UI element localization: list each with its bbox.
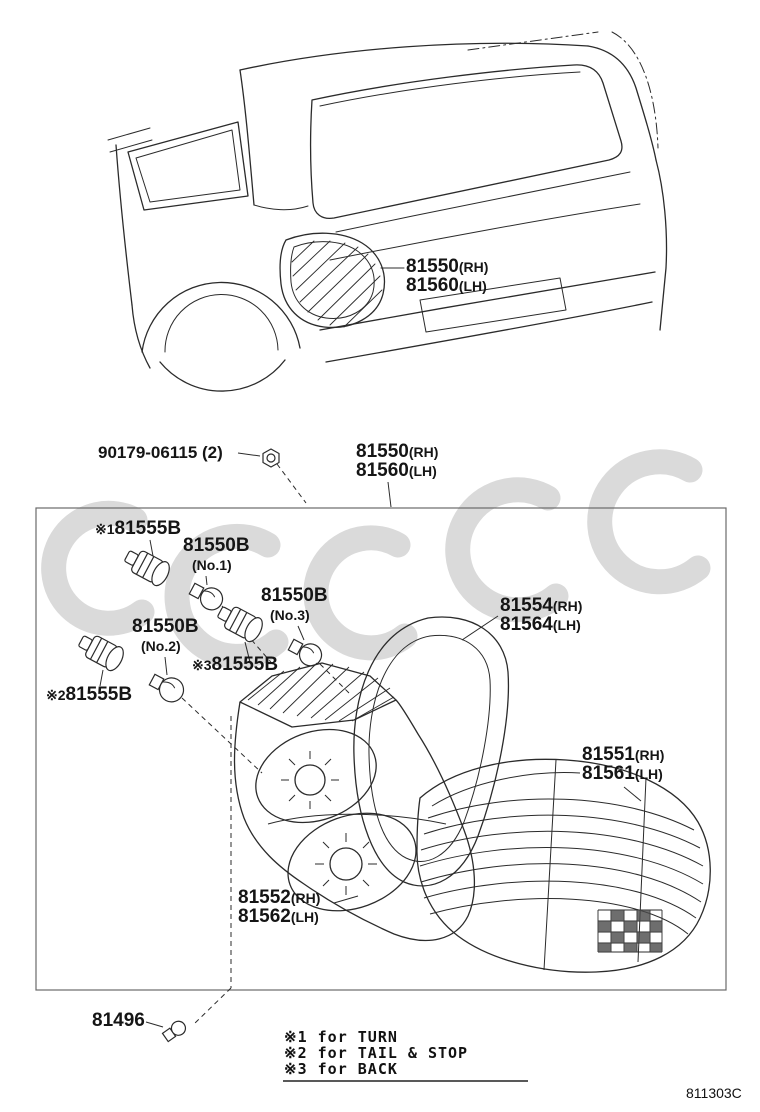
socket-back-icon [217, 606, 263, 643]
label-lamp-assy: 81550(RH) 81560(LH) [356, 441, 439, 481]
legend-item-tail-stop: ※2 for TAIL & STOP [284, 1044, 469, 1062]
part-code: 90179-06115 (2) [98, 443, 223, 462]
gasket-drawing [353, 616, 510, 887]
part-note: (No.3) [270, 607, 310, 623]
part-code: 81550B [183, 535, 250, 556]
part-code: 81550B [261, 585, 328, 606]
part-side: (RH) [290, 890, 321, 906]
legend-item-back: ※3 for BACK [284, 1060, 398, 1078]
part-code: 81550 [356, 441, 409, 462]
part-side: (RH) [552, 598, 583, 614]
part-note: (No.1) [192, 557, 232, 573]
part-side: (RH) [634, 747, 665, 763]
part-code: 81555B [114, 518, 182, 539]
nut-icon [262, 448, 280, 468]
part-code: 81554 [500, 595, 553, 616]
housing-drawing [233, 662, 476, 942]
label-bulb-no1: 81550B (No.1) [183, 535, 250, 575]
part-code: 81552 [238, 887, 291, 908]
part-code: 81560 [356, 460, 409, 481]
part-code: 81496 [92, 1010, 145, 1031]
label-socket-back: ※381555B [192, 654, 279, 675]
legend-item-turn: ※1 for TURN [284, 1028, 398, 1046]
label-body: 81552(RH) 81562(LH) [238, 887, 321, 927]
part-side: (LH) [458, 278, 487, 294]
part-code: 81550B [132, 616, 199, 637]
socket-turn-icon [124, 550, 170, 587]
part-code: 81561 [582, 763, 635, 784]
watermark [41, 449, 711, 669]
parts-box-border [35, 507, 727, 991]
part-code: 81564 [500, 614, 553, 635]
label-bulb-no2: 81550B (No.2) [132, 616, 199, 656]
part-code: 81555B [65, 684, 133, 705]
label-plug: 81496 [92, 1010, 145, 1031]
label-socket-tail-stop: ※281555B [46, 684, 133, 705]
label-lamp-assy-on-car: 81550(RH) 81560(LH) [406, 256, 489, 296]
tail-lamp-on-car [279, 232, 386, 329]
label-socket-turn: ※181555B [95, 518, 182, 539]
car-illustration [107, 31, 668, 392]
ref-marker: ※2 [46, 687, 66, 703]
plug-icon [161, 1020, 187, 1043]
lens-drawing [416, 758, 711, 973]
part-code: 81562 [238, 906, 291, 927]
ref-marker: ※3 [192, 657, 212, 673]
part-side: (LH) [634, 766, 663, 782]
leader-lines [99, 452, 642, 1028]
socket-tail-stop-icon [78, 635, 124, 672]
part-code: 81555B [211, 654, 279, 675]
label-fastener: 90179-06115 (2) [98, 444, 223, 463]
ref-marker: ※1 [95, 521, 115, 537]
bulb-no3-icon [287, 638, 323, 667]
part-code: 81551 [582, 744, 635, 765]
label-bulb-no3: 81550B (No.3) [261, 585, 328, 625]
bulb-no2-icon [148, 673, 185, 703]
part-side: (LH) [290, 909, 319, 925]
part-side: (RH) [408, 444, 439, 460]
part-code: 81550 [406, 256, 459, 277]
part-side: (LH) [552, 617, 581, 633]
bulb-no1-icon [188, 582, 224, 611]
legend: ※1 for TURN ※2 for TAIL & STOP ※3 for BA… [284, 1029, 468, 1077]
label-gasket: 81554(RH) 81564(LH) [500, 595, 583, 635]
label-lens: 81551(RH) 81561(LH) [582, 744, 665, 784]
doc-number: 811303C [686, 1085, 742, 1101]
part-note: (No.2) [141, 638, 181, 654]
part-code: 81560 [406, 275, 459, 296]
part-side: (RH) [458, 259, 489, 275]
part-side: (LH) [408, 463, 437, 479]
